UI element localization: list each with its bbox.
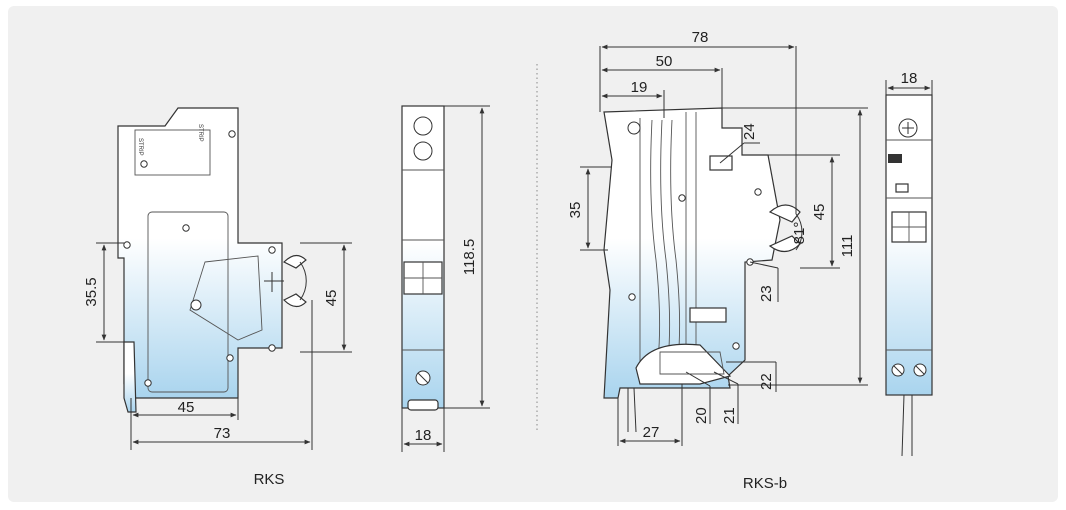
rksb-dim-35: 35 (567, 202, 584, 219)
callout-20: 20 (693, 407, 710, 424)
rks-dim-73: 73 (214, 425, 231, 442)
rksb-side-view (603, 107, 803, 433)
rksb-front-view (885, 94, 933, 457)
strip-label-2: STRIP (137, 138, 143, 156)
caption-rks-b: RKS-b (743, 475, 787, 492)
strip-label-1: STRIP (197, 124, 203, 142)
rks-front-dimensions: 118.5 18 (401, 105, 490, 452)
rksb-dim-19: 19 (631, 79, 648, 96)
rksb-dim-45: 45 (811, 204, 828, 221)
rksb-side-dimensions: 78 50 19 35 45 81° 111 27 (567, 29, 868, 446)
rks-side-dimensions: 35.5 45 45 73 (83, 242, 352, 450)
rksb-dim-81-deg: 81° (791, 222, 808, 245)
rksb-dim-78: 78 (692, 29, 709, 46)
rks-dim-118-5: 118.5 (461, 239, 478, 275)
rksb-dim-111: 111 (839, 235, 856, 258)
caption-rks: RKS (254, 471, 285, 488)
rks-dim-35-5: 35.5 (83, 277, 100, 306)
rks-dim-45-width: 45 (178, 399, 195, 416)
callout-22: 22 (758, 373, 775, 390)
rks-dim-18: 18 (415, 427, 432, 444)
rks-front-view (401, 105, 445, 411)
rks-side-view: STRIP STRIP (117, 107, 307, 413)
rksb-dim-27: 27 (643, 424, 660, 441)
rksb-front-dimensions: 18 (885, 70, 933, 95)
rksb-dim-50: 50 (656, 53, 673, 70)
callout-21: 21 (721, 407, 738, 424)
callout-24: 24 (741, 123, 758, 140)
rksb-dim-18: 18 (901, 70, 918, 87)
rksb-callouts: 24 23 22 20 21 (685, 123, 779, 424)
callout-23: 23 (758, 285, 775, 302)
rks-dim-45-height: 45 (323, 290, 340, 307)
brand-logo (888, 154, 902, 163)
